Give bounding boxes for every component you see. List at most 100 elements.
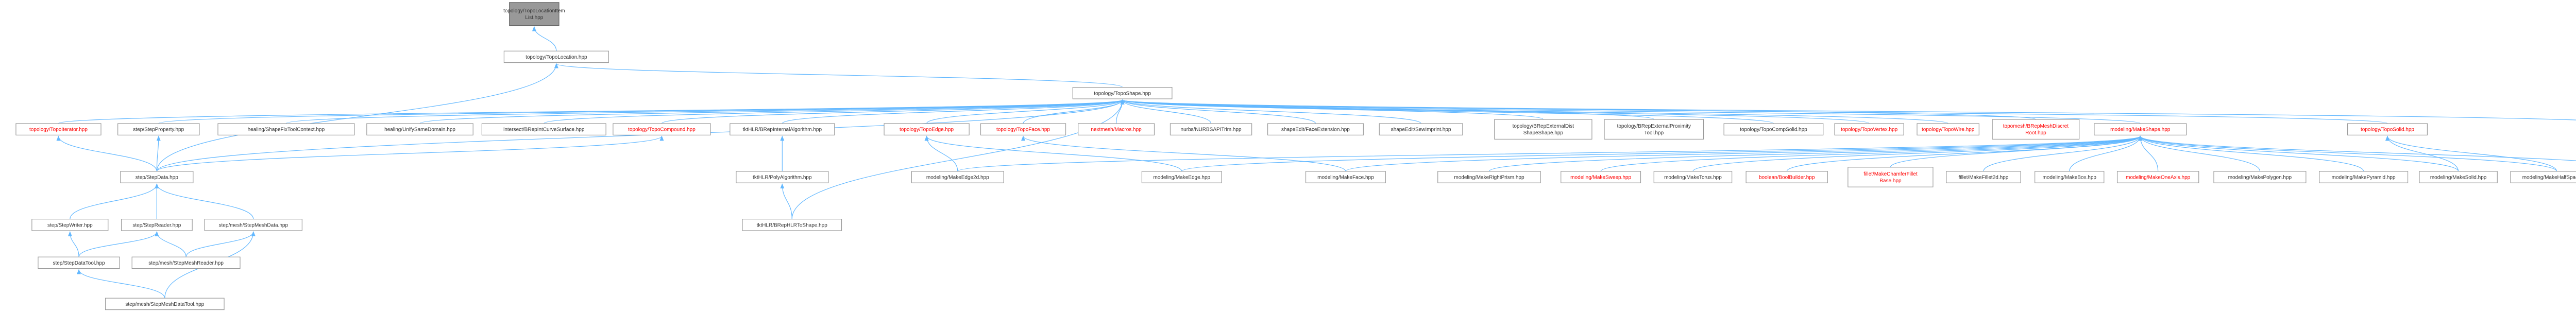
node-makesweep[interactable]: modeling/MakeSweep.hpp <box>1561 171 1641 183</box>
edge-line <box>1488 135 2142 172</box>
node-box <box>1745 171 1828 183</box>
node-stepmeshreader[interactable]: step/mesh/StepMeshReader.hpp <box>131 256 241 269</box>
edge-stepdata-to-topoiter <box>56 135 157 171</box>
node-makepyramid[interactable]: modeling/MakePyramid.hpp <box>2319 171 2409 183</box>
edge-topowire-to-toposhape <box>1121 99 1948 124</box>
node-label: fillet/MakeFillet2d.hpp <box>1959 175 2009 181</box>
node-makepolygon[interactable]: modeling/MakePolygon.hpp <box>2213 171 2307 183</box>
node-stepdatatool[interactable]: step/StepDataTool.hpp <box>38 256 120 269</box>
edge-line <box>532 26 557 51</box>
edge-line <box>155 231 187 257</box>
node-makeedge2d[interactable]: modeling/MakeEdge2d.hpp <box>911 171 1004 183</box>
node-label: Base.hpp <box>1879 178 1902 184</box>
node-hlrpoly[interactable]: tktHLR/PolyAlgorithm.hpp <box>736 171 829 183</box>
node-label: List.hpp <box>525 15 543 21</box>
node-box <box>2419 171 2498 183</box>
node-topowire[interactable]: topology/TopoWire.hpp <box>1917 123 1979 135</box>
edge-line <box>544 99 1125 124</box>
node-topoiter[interactable]: topology/TopoIterator.hpp <box>15 123 101 135</box>
node-makeface[interactable]: modeling/MakeFace.hpp <box>1305 171 1386 183</box>
edge-toposhape-to-toploc <box>554 63 1123 88</box>
edge-line <box>1890 135 2143 168</box>
node-label: shapeEdit/SewImprint.hpp <box>1391 127 1451 133</box>
node-label: fillet/MakeChamferFillet <box>1863 171 1918 177</box>
node-boolbuilder[interactable]: boolean/BoolBuilder.hpp <box>1745 171 1828 183</box>
node-makebox[interactable]: modeling/MakeBox.hpp <box>2035 171 2105 183</box>
edge-line <box>1181 135 2142 172</box>
edge-stepdata-to-stepprop <box>156 135 161 171</box>
node-makehalfspace[interactable]: modeling/MakeHalfSpace.hpp <box>2510 171 2576 183</box>
node-box <box>2510 171 2576 183</box>
node-label: topology/TopoSolid.hpp <box>2361 127 2414 133</box>
edge-stepdatatool-to-stepreader <box>78 231 159 257</box>
node-hlralgo[interactable]: tktHLR/BRepInternalAlgorithm.hpp <box>730 123 835 135</box>
node-topocomp[interactable]: topology/TopoCompound.hpp <box>613 123 711 135</box>
node-compsolid[interactable]: topology/TopoCompSolid.hpp <box>1723 123 1824 135</box>
node-nurbs[interactable]: nurbs/NURBSAPITrim.hpp <box>1170 123 1252 135</box>
node-box <box>730 123 835 135</box>
node-box <box>2347 123 2428 135</box>
edge-line <box>1121 99 1948 124</box>
edge-stepmeshdatatool-to-stepdatatool <box>77 269 165 299</box>
node-label: step/mesh/StepMeshReader.hpp <box>148 260 224 266</box>
node-shapeface[interactable]: shapeEdit/FaceExtension.hpp <box>1267 123 1364 135</box>
node-box <box>1437 171 1541 183</box>
node-label: step/StepReader.hpp <box>132 222 181 228</box>
node-toploc[interactable]: topology/TopoLocation.hpp <box>503 50 609 63</box>
node-label: step/StepData.hpp <box>135 175 178 181</box>
edge-toposolid-to-toposhape <box>1121 99 2388 124</box>
edge-line <box>155 183 254 219</box>
node-makesolid[interactable]: modeling/MakeSolid.hpp <box>2419 171 2498 183</box>
node-box <box>1834 123 1904 135</box>
node-stepdata[interactable]: step/StepData.hpp <box>120 171 194 183</box>
node-makeshape[interactable]: modeling/MakeShape.hpp <box>2094 123 2187 135</box>
node-toposhape[interactable]: topology/TopoShape.hpp <box>1072 87 1173 99</box>
node-shapesew[interactable]: shapeEdit/SewImprint.hpp <box>1379 123 1463 135</box>
node-stepmeshdata[interactable]: step/mesh/StepMeshData.hpp <box>204 219 302 231</box>
node-box <box>366 123 473 135</box>
node-makerightprism[interactable]: modeling/MakeRightPrism.hpp <box>1437 171 1541 183</box>
node-label: tktHLR/BRepHLRToShape.hpp <box>757 222 828 228</box>
node-healshape[interactable]: healing/ShapeFixToolContext.hpp <box>217 123 355 135</box>
edges-layer <box>56 26 2576 299</box>
node-stepreader[interactable]: step/StepReader.hpp <box>121 219 193 231</box>
edge-line <box>782 99 1125 124</box>
node-nextmesh[interactable]: nextmesh/Macros.hpp <box>1078 123 1155 135</box>
edge-makeshell-to-makeshape <box>2138 135 2576 161</box>
node-stepwriter[interactable]: step/StepWriter.hpp <box>31 219 109 231</box>
node-makeoneaxis[interactable]: modeling/MakeOneAxis.hpp <box>2116 171 2199 183</box>
edge-line <box>924 135 1182 172</box>
node-box <box>1946 171 2021 183</box>
node-fillet2d[interactable]: fillet/MakeFillet2d.hpp <box>1946 171 2021 183</box>
node-stepprop[interactable]: step/StepProperty.hpp <box>117 123 200 135</box>
node-box <box>613 123 711 135</box>
node-label: modeling/MakeSolid.hpp <box>2430 175 2487 181</box>
node-toposolid[interactable]: topology/TopoSolid.hpp <box>2347 123 2428 135</box>
node-intersect[interactable]: intersect/BRepIntCurveSurface.hpp <box>481 123 606 135</box>
edge-compsolid-to-toposhape <box>1121 99 1774 124</box>
node-stepmeshdatatool[interactable]: step/mesh/StepMeshDataTool.hpp <box>105 298 225 310</box>
node-box <box>2094 123 2187 135</box>
node-label: healing/ShapeFixToolContext.hpp <box>248 127 325 133</box>
node-topoedge[interactable]: topology/TopoEdge.hpp <box>884 123 970 135</box>
edge-makeedge-to-topoedge <box>924 135 1182 172</box>
node-topovertex[interactable]: topology/TopoVertex.hpp <box>1834 123 1904 135</box>
edge-line <box>2385 135 2459 171</box>
node-topoface[interactable]: topology/TopoFace.hpp <box>980 123 1066 135</box>
node-label: topology/TopoVertex.hpp <box>1841 127 1898 133</box>
node-makeedge[interactable]: modeling/MakeEdge.hpp <box>1141 171 1222 183</box>
node-box <box>120 171 194 183</box>
node-hlrtoshape[interactable]: tktHLR/BRepHLRToShape.hpp <box>742 219 842 231</box>
node-label: topology/TopoCompound.hpp <box>628 127 696 133</box>
edge-line <box>2138 135 2261 171</box>
edge-makebox-to-makeshape <box>2069 135 2143 171</box>
edge-makeoneaxis-to-makeshape <box>2138 135 2159 171</box>
node-maketorus[interactable]: modeling/MakeTorus.hpp <box>1653 171 1733 183</box>
node-label: modeling/MakeBox.hpp <box>2042 175 2096 181</box>
node-healunify[interactable]: healing/UnifySameDomain.hpp <box>366 123 473 135</box>
